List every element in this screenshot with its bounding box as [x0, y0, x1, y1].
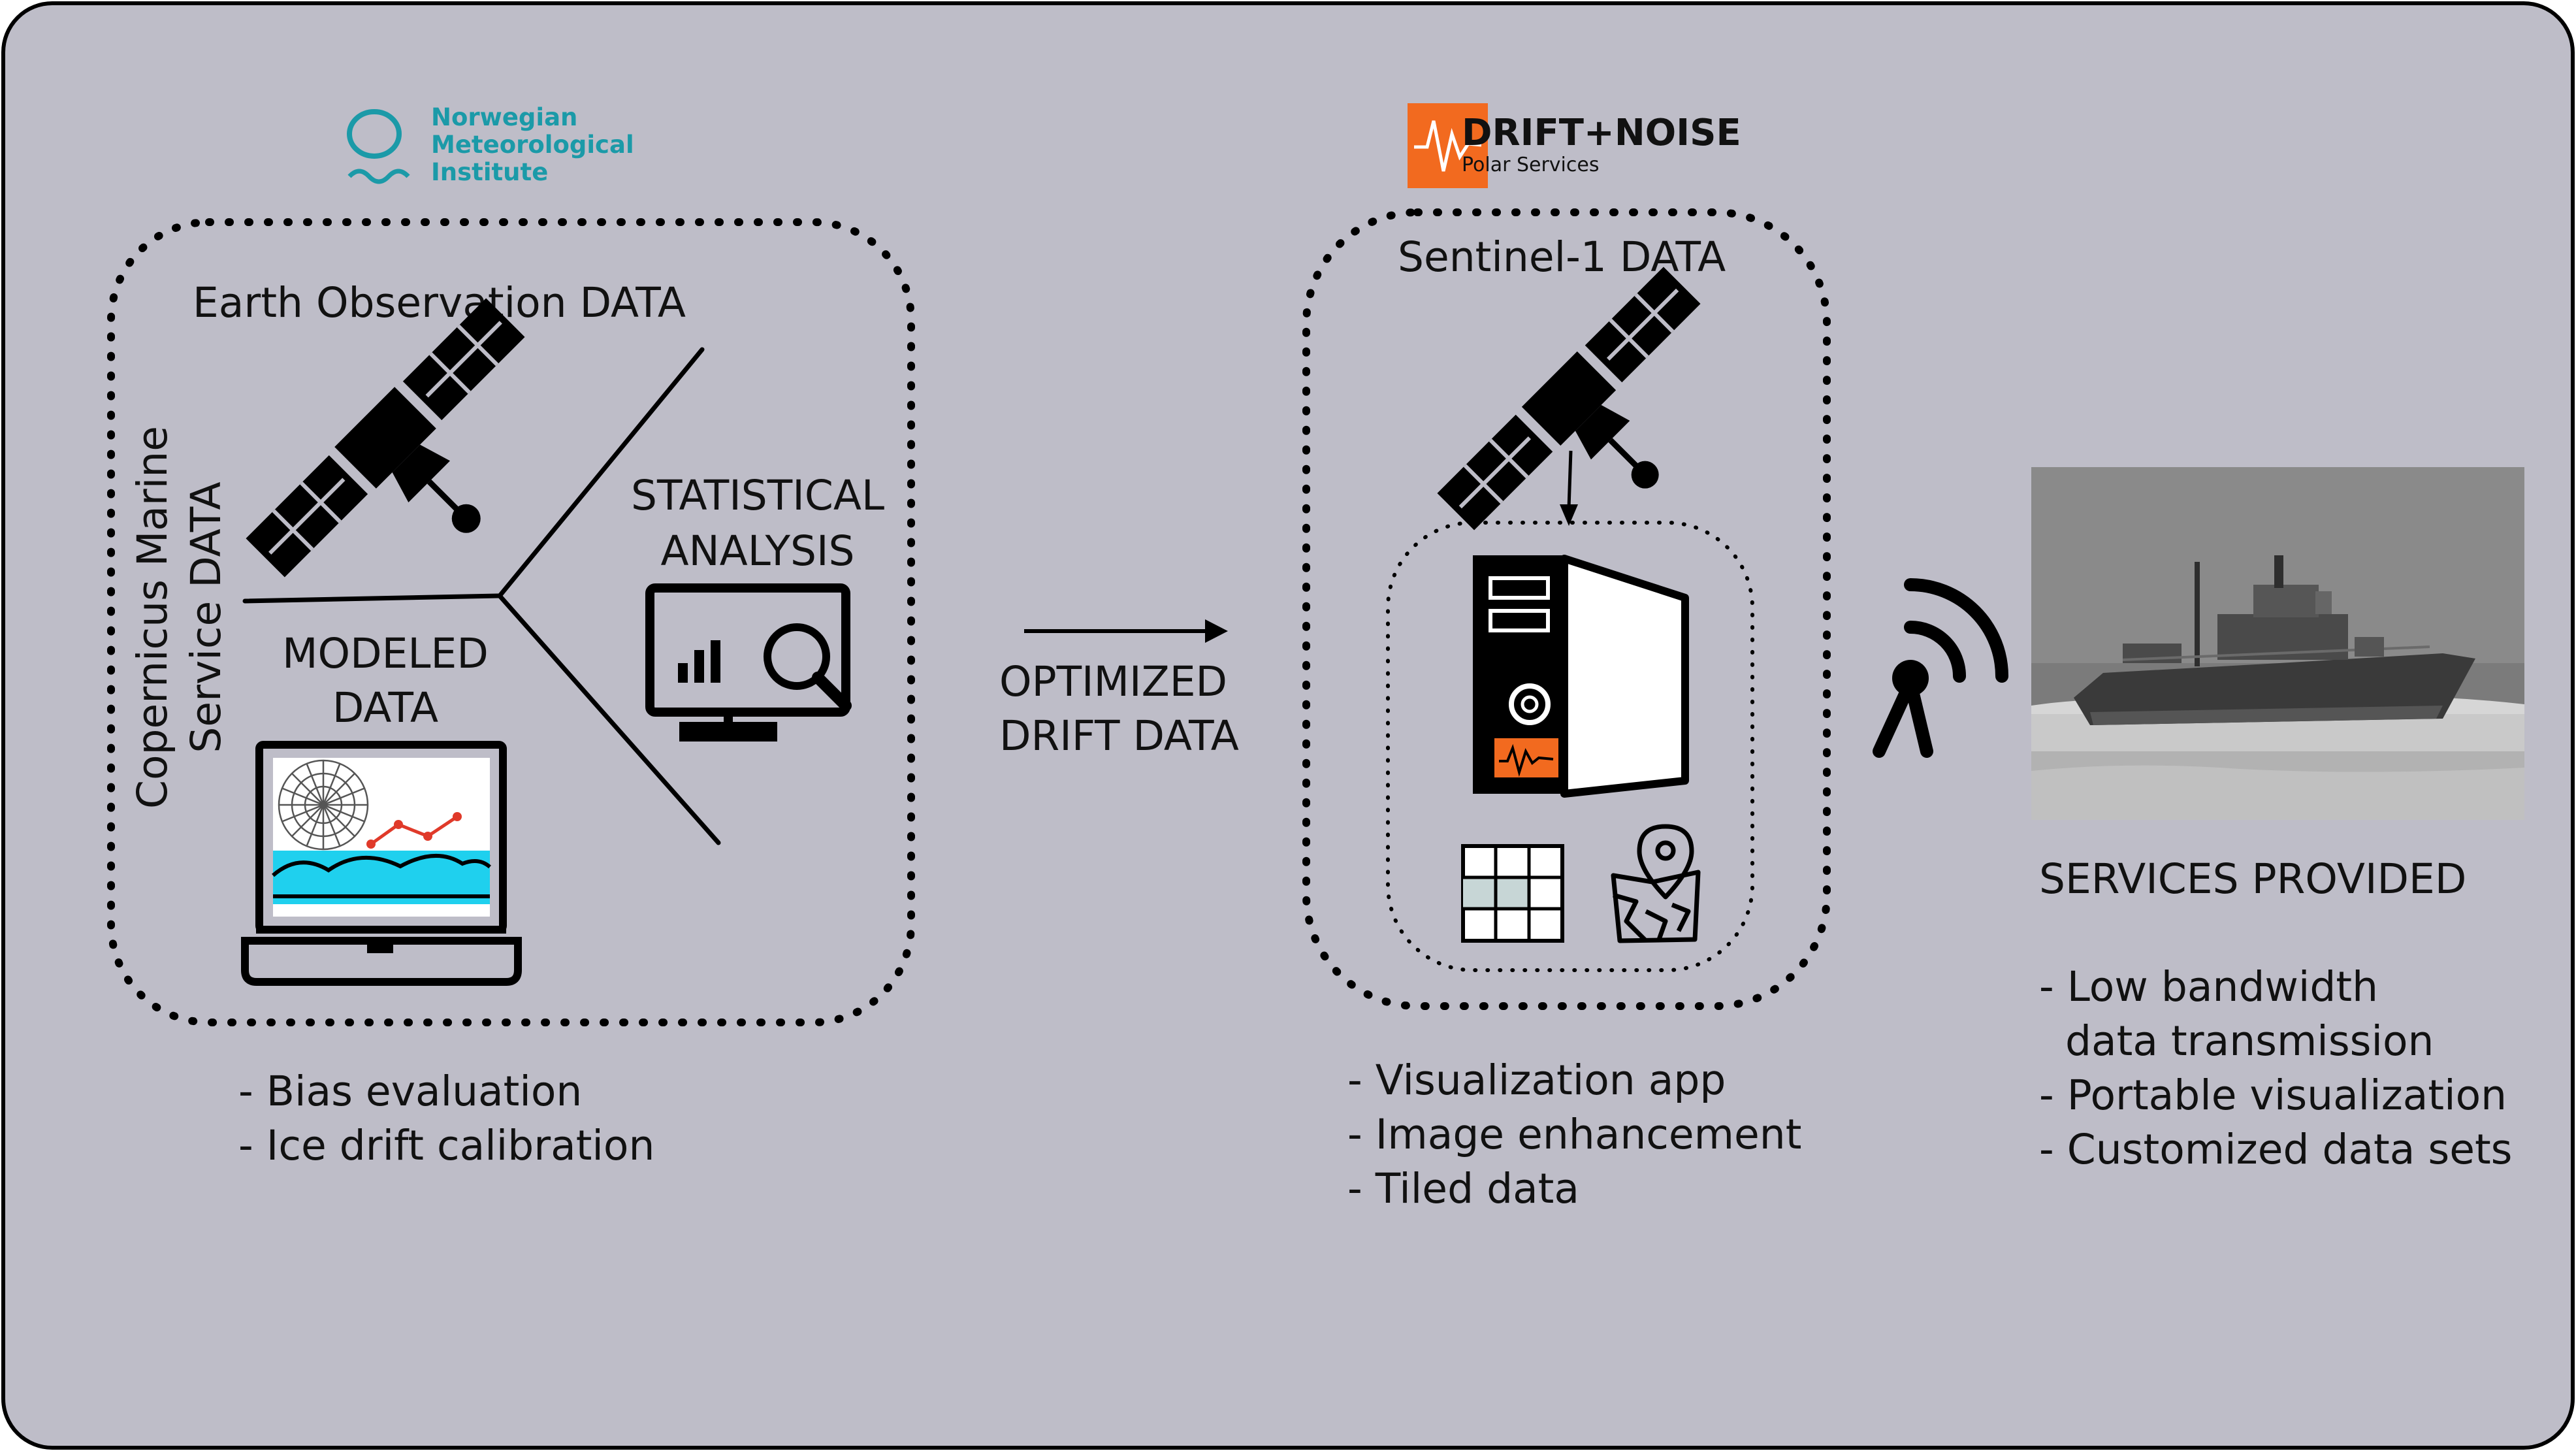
dn-logo-sub: Polar Services: [1462, 154, 1599, 176]
sentinel-satellite-icon: [1437, 267, 1701, 530]
eo-title: Earth Observation DATA: [193, 279, 686, 327]
optimized-label-line2: DRIFT DATA: [999, 712, 1239, 760]
sentinel-title: Sentinel-1 DATA: [1398, 233, 1726, 281]
modeled-label-line1: MODELED: [282, 630, 489, 677]
met-logo: Norwegian Meteorological Institute: [347, 103, 634, 186]
left-bullet-1: - Bias evaluation: [238, 1068, 582, 1115]
left-bullet-2: - Ice drift calibration: [238, 1122, 654, 1169]
y-divider: [242, 347, 721, 845]
middle-bullet-2: - Image enhancement: [1347, 1111, 1801, 1158]
grid-icon: [1461, 844, 1564, 943]
optimized-arrow: [1024, 619, 1228, 643]
left-dotted-border: [107, 218, 915, 1026]
cmems-label-line1: Copernicus Marine: [129, 426, 176, 809]
services-title: SERVICES PROVIDED: [2039, 855, 2466, 903]
right-bullet-2: data transmission: [2039, 1017, 2434, 1065]
met-logo-line3: Institute: [431, 158, 548, 186]
dn-logo-name: DRIFT+NOISE: [1462, 112, 1741, 154]
satellite-icon: [246, 298, 525, 578]
stat-label-line2: ANALYSIS: [660, 527, 854, 575]
middle-bullet-3: - Tiled data: [1347, 1165, 1579, 1213]
met-logo-line2: Meteorological: [431, 131, 634, 159]
right-bullet-4: - Customized data sets: [2039, 1126, 2513, 1173]
met-logo-wave-icon: [347, 169, 410, 184]
met-logo-icon: [347, 109, 402, 159]
sentinel-down-arrow: [1567, 450, 1573, 509]
right-bullet-1: - Low bandwidth: [2039, 963, 2378, 1011]
optimized-label-line1: OPTIMIZED: [999, 658, 1227, 706]
polar-grid-icon: [278, 759, 369, 851]
ship-photo: [2031, 467, 2524, 820]
right-bullet-3: - Portable visualization: [2039, 1071, 2507, 1119]
inner-dotted-border: [1386, 521, 1754, 972]
dn-logo: DRIFT+NOISE Polar Services: [1408, 103, 1741, 188]
antenna-icon: [1873, 578, 2008, 758]
cmems-label-line2: Service DATA: [182, 481, 230, 753]
middle-bullet-1: - Visualization app: [1347, 1056, 1726, 1104]
server-icon: [1473, 555, 1689, 798]
trend-line-icon: [370, 815, 459, 846]
stat-label-line1: STATISTICAL: [631, 472, 884, 519]
laptop-icon: [241, 741, 522, 986]
met-logo-line1: Norwegian: [431, 103, 577, 131]
monitor-analytics-icon: [645, 583, 852, 742]
middle-dotted-border: [1302, 208, 1831, 1010]
modeled-label-line2: DATA: [332, 684, 438, 732]
map-pin-icon: [1611, 824, 1701, 943]
